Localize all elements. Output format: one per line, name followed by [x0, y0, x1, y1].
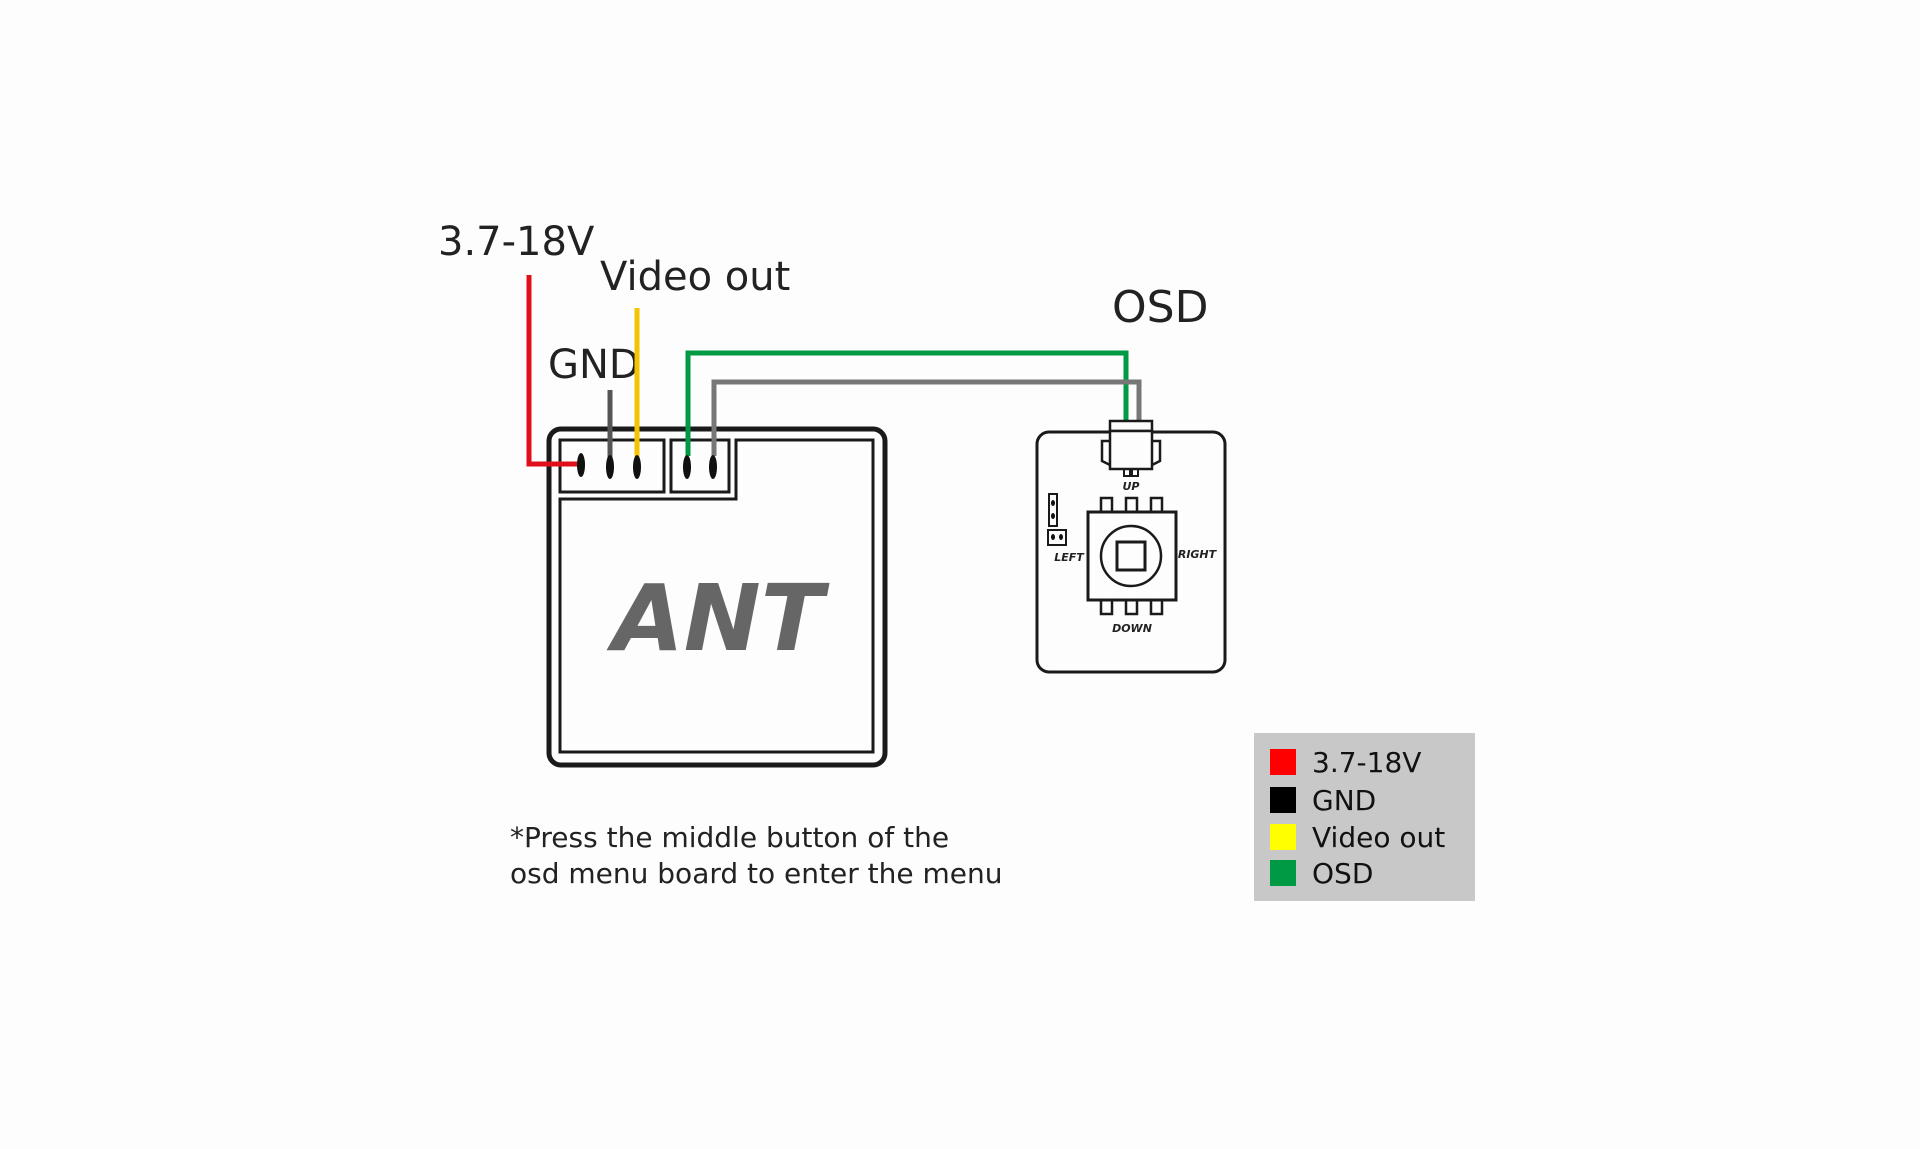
jumper-vertical — [1048, 493, 1058, 527]
instruction-note: *Press the middle button of the osd menu… — [510, 820, 1003, 892]
camera-inner-frame — [558, 438, 875, 754]
osd-connector-ear-right — [1151, 439, 1162, 467]
camera-outer-frame — [546, 426, 888, 768]
legend-item-osd: OSD — [1270, 856, 1374, 890]
gnd-label: GND — [548, 342, 640, 388]
five-way-button[interactable] — [1086, 496, 1178, 616]
osd-board: UP LEFT RIGHT DOWN — [1035, 419, 1227, 674]
switch-pin — [1099, 598, 1114, 616]
switch-pin — [1149, 598, 1164, 616]
osd-connector-pin — [1123, 468, 1131, 477]
osd-connector-ear-left — [1100, 439, 1111, 467]
osd-label: OSD — [1112, 282, 1208, 333]
jumper-dot — [1051, 500, 1055, 506]
legend-item-video: Video out — [1270, 820, 1446, 854]
osd-left-label: LEFT — [1054, 551, 1085, 564]
power-label: 3.7-18V — [438, 219, 595, 265]
osd-up-label: UP — [1123, 480, 1140, 493]
legend-swatch-green — [1270, 860, 1296, 886]
legend-label: OSD — [1312, 856, 1374, 890]
pin — [683, 455, 691, 479]
wires — [526, 275, 1142, 467]
legend-label: 3.7-18V — [1312, 745, 1422, 779]
osd-down-label: DOWN — [1112, 622, 1152, 635]
pin — [709, 455, 717, 479]
osd-right-label: RIGHT — [1178, 548, 1218, 561]
connector-2pin — [669, 438, 731, 494]
video-out-label: Video out — [600, 254, 790, 300]
jumper-dot — [1051, 534, 1055, 540]
switch-pin — [1149, 496, 1164, 514]
legend-item-power: 3.7-18V — [1270, 745, 1422, 779]
pin — [606, 455, 614, 479]
legend-swatch-red — [1270, 749, 1296, 775]
note-line-2: osd menu board to enter the menu — [510, 857, 1003, 890]
osd-connector-body — [1108, 429, 1154, 471]
osd-connector-pin — [1131, 468, 1139, 477]
legend-label: Video out — [1312, 820, 1446, 854]
osd-connector-cap — [1108, 419, 1154, 433]
connector-pins — [577, 453, 717, 479]
switch-pin — [1099, 496, 1114, 514]
camera-logo: ANT — [607, 565, 830, 672]
switch-pin — [1124, 496, 1139, 514]
osd-wire-a — [685, 350, 1129, 456]
jumper-dot — [1051, 513, 1055, 519]
legend-label: GND — [1312, 783, 1377, 817]
osd-wire-b — [711, 379, 1142, 456]
pin — [633, 455, 641, 479]
jumper-dot — [1059, 534, 1063, 540]
power-wire — [526, 275, 585, 467]
note-line-1: *Press the middle button of the — [510, 821, 950, 854]
switch-ring — [1099, 524, 1163, 588]
pin — [577, 453, 585, 477]
switch-pin — [1124, 598, 1139, 616]
camera-module: ANT — [546, 426, 888, 768]
legend-swatch-black — [1270, 787, 1296, 813]
jumper-horizontal — [1047, 529, 1067, 546]
middle-button[interactable] — [1115, 540, 1147, 572]
color-legend: 3.7-18V GND Video out OSD — [1254, 733, 1475, 901]
legend-swatch-yellow — [1270, 824, 1296, 850]
legend-item-gnd: GND — [1270, 783, 1377, 817]
